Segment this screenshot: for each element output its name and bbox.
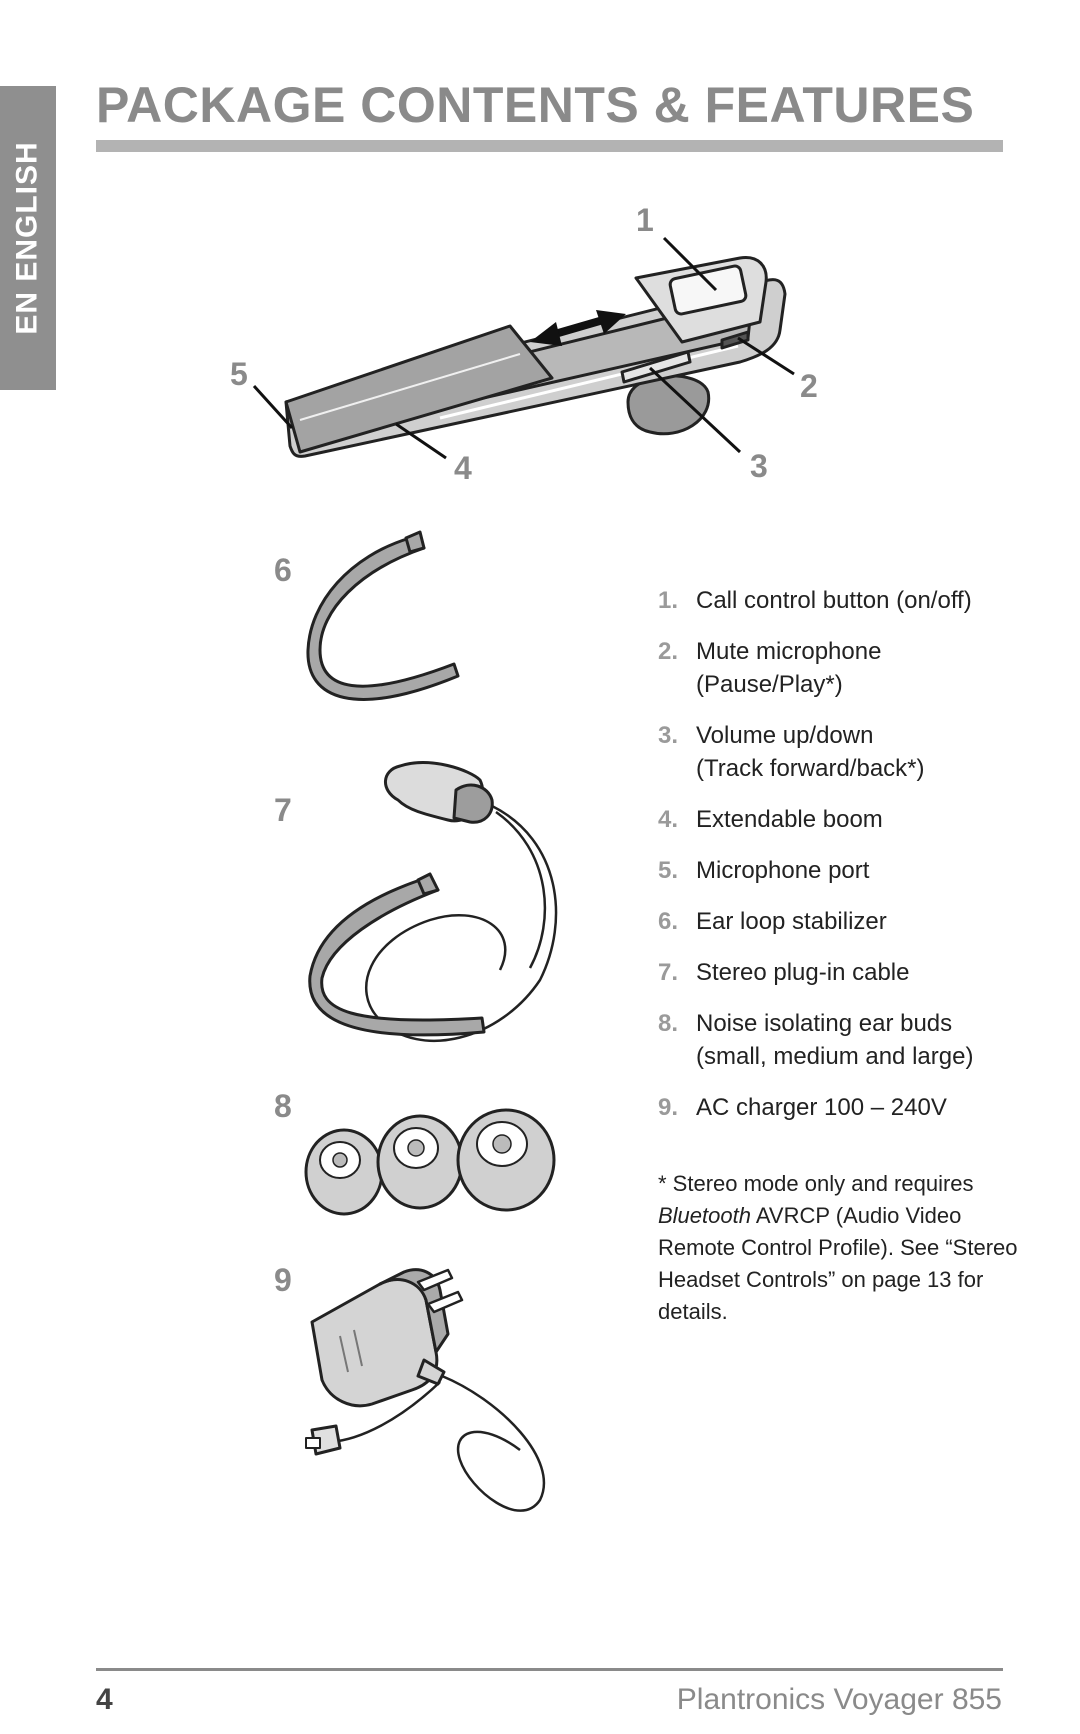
feature-item: 3. Volume up/down (Track forward/back*) <box>658 719 1038 785</box>
ear-buds-illustration <box>304 1108 556 1216</box>
feature-label: Volume up/down <box>696 722 874 749</box>
callout-4: 4 <box>454 450 472 486</box>
feature-number: 8. <box>658 1010 679 1037</box>
feature-number: 4. <box>658 806 679 833</box>
feature-label: Mute microphone <box>696 638 882 665</box>
page-number: 4 <box>96 1683 113 1716</box>
product-name: Plantronics Voyager 855 <box>676 1683 1002 1716</box>
callout-9: 9 <box>274 1262 292 1298</box>
feature-item: 1. Call control button (on/off) <box>658 584 1038 617</box>
feature-label: Call control button (on/off) <box>696 587 972 614</box>
feature-item: 8. Noise isolating ear buds (small, medium… <box>658 1007 1038 1073</box>
feature-number: 2. <box>658 638 679 665</box>
feature-item: 4. Extendable boom <box>658 803 1038 836</box>
feature-item: 6. Ear loop stabilizer <box>658 905 1038 938</box>
callout-8: 8 <box>274 1088 292 1124</box>
feature-number: 6. <box>658 908 679 935</box>
footer-rule <box>96 1668 1003 1671</box>
feature-sublabel: (Track forward/back*) <box>696 755 925 782</box>
feature-number: 1. <box>658 587 679 614</box>
ear-bud-medium <box>376 1114 464 1210</box>
feature-number: 3. <box>658 722 679 749</box>
callout-5: 5 <box>230 356 248 392</box>
callout-leaders <box>252 236 795 460</box>
callout-6: 6 <box>274 552 292 588</box>
feature-number: 5. <box>658 857 679 884</box>
feature-item: 5. Microphone port <box>658 854 1038 887</box>
stereo-footnote: * Stereo mode only and requires Bluetoot… <box>658 1168 1018 1328</box>
ear-bud-small <box>304 1128 384 1216</box>
features-list: 1. Call control button (on/off) 2. Mute mi… <box>658 584 1038 1142</box>
callout-2: 2 <box>800 368 818 404</box>
feature-number: 9. <box>658 1094 679 1121</box>
feature-item: 2. Mute microphone (Pause/Play*) <box>658 635 1038 701</box>
ear-bud-large <box>456 1108 556 1212</box>
boom-extend-arrow <box>530 310 626 346</box>
feature-label: Extendable boom <box>696 806 883 833</box>
feature-label: Ear loop stabilizer <box>696 908 887 935</box>
callout-7: 7 <box>274 792 292 828</box>
footnote-text-start: * Stereo mode only and requires <box>658 1171 974 1196</box>
footnote-text-end: AVRCP (Audio Video Remote Control Profil… <box>658 1203 1018 1324</box>
feature-label: AC charger 100 – 240V <box>696 1094 947 1121</box>
feature-label: Microphone port <box>696 857 870 884</box>
feature-item: 7. Stereo plug-in cable <box>658 956 1038 989</box>
title-rule <box>96 140 1003 152</box>
headset-illustration <box>284 256 787 458</box>
feature-sublabel: (small, medium and large) <box>696 1043 974 1070</box>
callout-3: 3 <box>750 448 768 484</box>
ear-loop-illustration <box>306 530 460 701</box>
language-side-tab: EN ENGLISH <box>0 86 56 390</box>
stereo-cable-illustration <box>308 761 558 1042</box>
footnote-italic-term: Bluetooth <box>658 1203 751 1228</box>
feature-label: Stereo plug-in cable <box>696 959 910 986</box>
ac-charger-illustration <box>305 1268 546 1512</box>
callout-1: 1 <box>636 202 654 238</box>
feature-sublabel: (Pause/Play*) <box>696 671 843 698</box>
feature-label: Noise isolating ear buds <box>696 1010 953 1037</box>
page-title: PACKAGE CONTENTS & FEATURES <box>96 77 975 133</box>
feature-number: 7. <box>658 959 679 986</box>
feature-item: 9. AC charger 100 – 240V <box>658 1091 1038 1124</box>
